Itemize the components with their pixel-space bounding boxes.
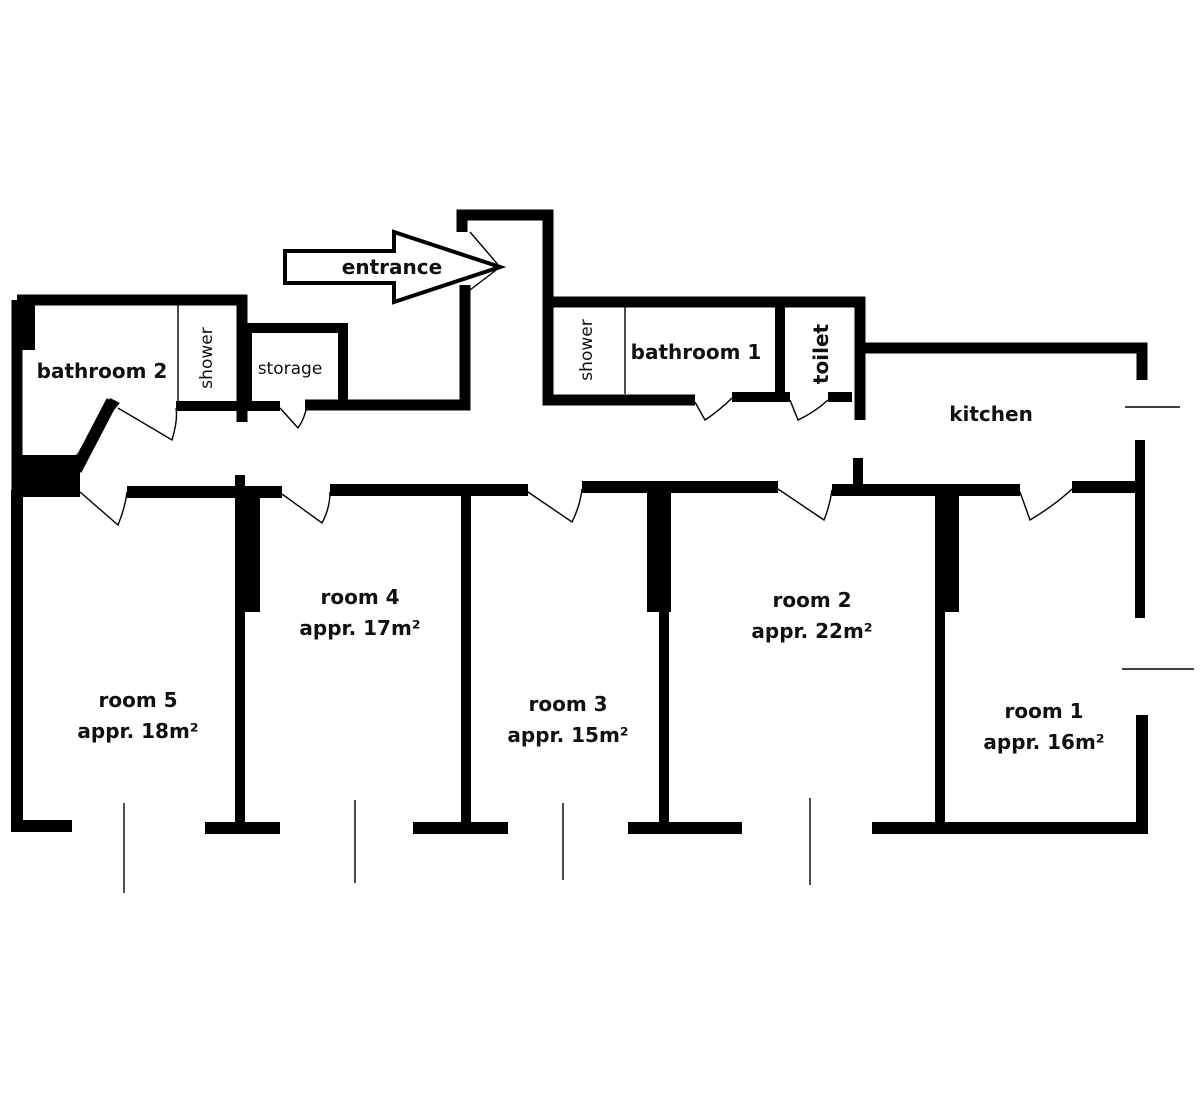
room-3: room 3 appr. 15m²: [507, 692, 628, 747]
room-3-area: appr. 15m²: [507, 723, 628, 747]
room-4: room 4 appr. 17m²: [299, 585, 420, 640]
kitchen-label: kitchen: [949, 402, 1033, 426]
door-swings: [79, 231, 1073, 527]
toilet-label: toilet: [809, 323, 833, 384]
room-4-name: room 4: [320, 585, 399, 609]
room-2: room 2 appr. 22m²: [751, 588, 872, 643]
entrance-arrow-icon: [283, 229, 507, 305]
room-2-name: room 2: [772, 588, 851, 612]
room-3-name: room 3: [528, 692, 607, 716]
walls: [11, 209, 1148, 834]
room-1: room 1 appr. 16m²: [983, 699, 1104, 754]
bathroom-2-label: bathroom 2: [37, 359, 168, 383]
room-5: room 5 appr. 18m²: [77, 688, 198, 743]
room-5-name: room 5: [98, 688, 177, 712]
entrance-label: entrance: [342, 255, 442, 279]
bathroom-1-label: bathroom 1: [631, 340, 762, 364]
shower-right-label: shower: [577, 319, 597, 380]
room-2-area: appr. 22m²: [751, 619, 872, 643]
shower-left-label: shower: [197, 327, 217, 388]
room-5-area: appr. 18m²: [77, 719, 198, 743]
thin-lines: [123, 302, 1194, 893]
room-1-area: appr. 16m²: [983, 730, 1104, 754]
storage-label: storage: [258, 359, 323, 379]
room-4-area: appr. 17m²: [299, 616, 420, 640]
room-1-name: room 1: [1004, 699, 1083, 723]
